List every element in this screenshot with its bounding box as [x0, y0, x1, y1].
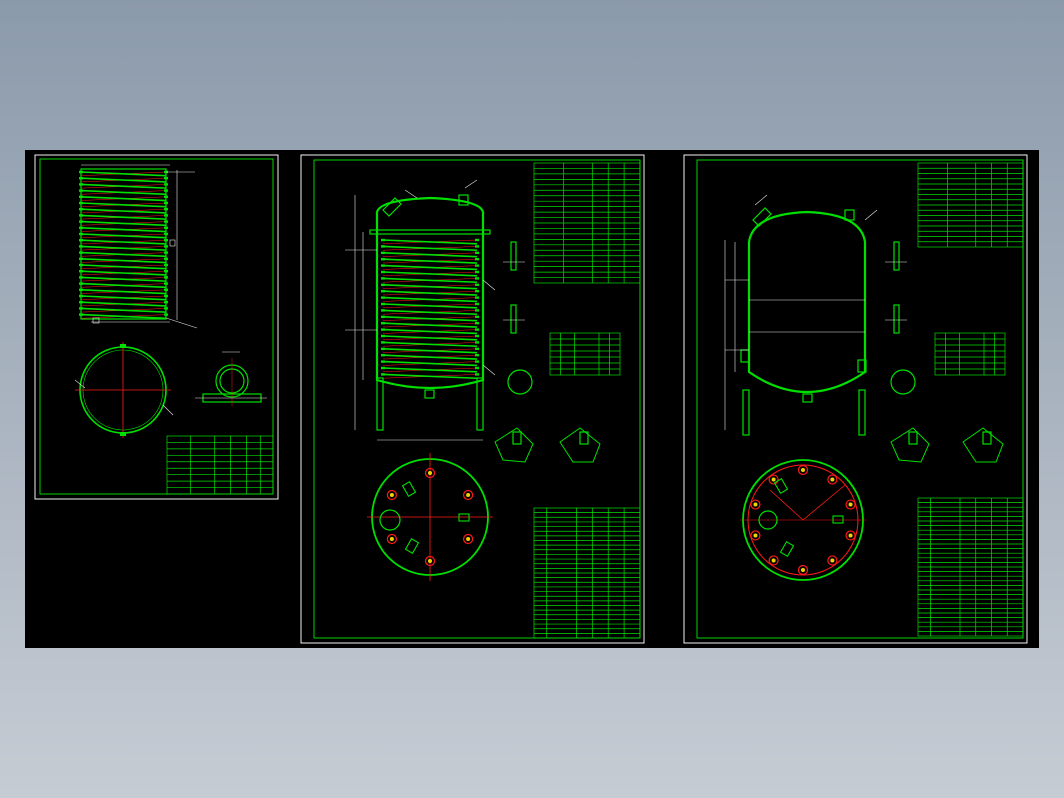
parts-list — [917, 497, 1024, 637]
drawing-canvas[interactable] — [25, 150, 1039, 648]
spec-table — [917, 162, 1024, 248]
tank-top-plan — [367, 453, 493, 581]
nozzle-table — [549, 332, 621, 376]
nozzle-markers — [750, 464, 856, 576]
tank-assembly-sheet — [683, 154, 1028, 644]
nozzle-marker — [750, 499, 761, 510]
nozzle-marker — [768, 555, 779, 566]
drawing-border — [313, 159, 641, 639]
nozzle-marker — [750, 530, 761, 541]
drawing-border — [696, 159, 1024, 639]
nozzle-marker — [424, 467, 436, 479]
drawing-border — [39, 158, 274, 495]
nozzle-details — [494, 241, 601, 463]
sheet-outline — [34, 154, 279, 500]
coil-tank-assembly-sheet — [300, 154, 645, 644]
nozzle-marker — [845, 499, 856, 510]
nozzle-details — [885, 241, 1004, 463]
nozzle-marker — [463, 533, 474, 545]
sheet-outline — [300, 154, 645, 644]
parts-list — [533, 507, 641, 639]
nozzle-marker — [386, 489, 397, 501]
coil-section — [195, 351, 267, 406]
nozzle-table — [934, 332, 1006, 376]
tank-elevation — [345, 179, 496, 441]
nozzle-marker — [463, 489, 474, 501]
coil-plan — [74, 342, 174, 438]
nozzle-marker — [845, 530, 856, 541]
spec-table — [533, 162, 641, 284]
nozzle-marker — [797, 564, 809, 576]
title-block — [166, 435, 274, 495]
nozzle-marker — [797, 464, 809, 476]
nozzle-marker — [768, 474, 779, 485]
sheet-outline — [683, 154, 1028, 644]
nozzle-marker — [827, 555, 838, 566]
cad-drawing — [34, 154, 1028, 644]
tank-elevation — [724, 194, 878, 436]
nozzle-marker — [424, 555, 436, 567]
nozzle-marker — [386, 533, 397, 545]
coil-detail-sheet — [34, 154, 279, 500]
tank-top-plan — [740, 459, 866, 581]
nozzle-markers — [386, 467, 474, 567]
coil-elevation — [79, 164, 198, 329]
nozzle-marker — [827, 474, 838, 485]
